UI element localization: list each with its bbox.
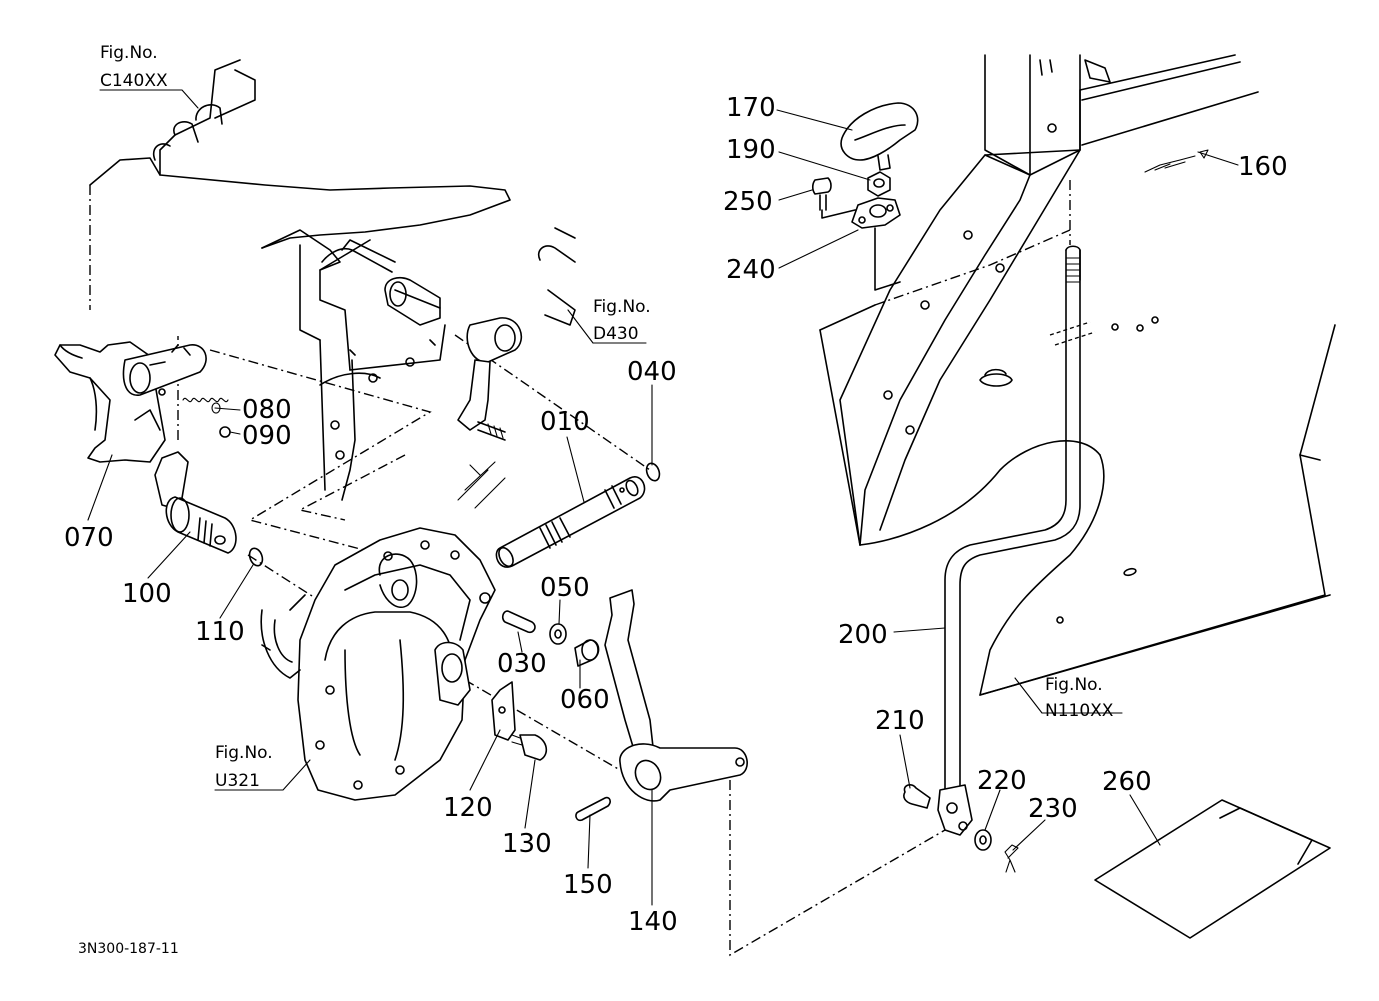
part-130-bolt-drawing bbox=[511, 734, 548, 761]
part-number-160: 160 bbox=[1238, 152, 1288, 182]
part-040-o-ring-drawing bbox=[645, 462, 661, 482]
part-number-080: 080 bbox=[242, 395, 292, 425]
part-120-plate-drawing bbox=[491, 681, 516, 741]
fig-ref-d430-line1: Fig.No. bbox=[593, 297, 651, 317]
part-number-130: 130 bbox=[502, 829, 552, 859]
fig-ref-u321-line2: U321 bbox=[215, 771, 260, 791]
part-260-label-decal-drawing bbox=[1094, 799, 1331, 939]
leader-lines bbox=[87, 89, 1239, 906]
fig-ref-c140-line2: C140XX bbox=[100, 71, 168, 91]
fig-ref-n110-line1: Fig.No. bbox=[1045, 675, 1103, 695]
fig-ref-n110-line2: N110XX bbox=[1045, 701, 1114, 721]
part-230-cotter-pin-drawing bbox=[1004, 844, 1019, 873]
part-200-rod-drawing bbox=[937, 245, 1081, 836]
part-number-010: 010 bbox=[540, 407, 590, 437]
part-190-nut-drawing bbox=[867, 171, 891, 197]
part-number-150: 150 bbox=[563, 870, 613, 900]
part-070-shift-fork-drawing bbox=[54, 341, 207, 463]
part-number-210: 210 bbox=[875, 706, 925, 736]
drawing-code: 3N300-187-11 bbox=[78, 941, 179, 957]
part-number-110: 110 bbox=[195, 617, 245, 647]
part-100-lever-drawing bbox=[154, 451, 237, 554]
part-number-030: 030 bbox=[497, 649, 547, 679]
part-080-spring-drawing bbox=[182, 397, 229, 414]
part-210-pin-drawing bbox=[903, 783, 931, 809]
part-250-bolt-drawing bbox=[811, 177, 856, 219]
fig-ref-n110: Fig.No. N110XX bbox=[1045, 675, 1114, 721]
part-150-spring-pin-drawing bbox=[575, 796, 611, 822]
fig-ref-u321: Fig.No. U321 bbox=[215, 743, 273, 791]
part-220-washer-drawing bbox=[974, 829, 992, 851]
part-number-250: 250 bbox=[723, 187, 773, 217]
part-number-230: 230 bbox=[1028, 794, 1078, 824]
part-050-washer-drawing bbox=[549, 623, 567, 645]
part-number-260: 260 bbox=[1102, 767, 1152, 797]
part-number-labels: 170 190 250 240 160 010 040 080 090 070 … bbox=[64, 93, 1288, 937]
part-number-070: 070 bbox=[64, 523, 114, 553]
part-number-220: 220 bbox=[977, 766, 1027, 796]
part-010-shaft-drawing bbox=[495, 476, 646, 568]
part-140-lever-drawing bbox=[604, 589, 748, 802]
part-060-plug-drawing bbox=[574, 639, 600, 667]
transmission-housing-drawing bbox=[89, 59, 651, 771]
part-number-060: 060 bbox=[560, 685, 610, 715]
fig-ref-u321-line1: Fig.No. bbox=[215, 743, 273, 763]
part-number-190: 190 bbox=[726, 135, 776, 165]
u321-housing-cover-drawing bbox=[260, 527, 496, 801]
part-030-pin-drawing bbox=[502, 610, 536, 634]
fig-ref-d430-line2: D430 bbox=[593, 324, 639, 344]
part-170-knob-drawing bbox=[840, 102, 919, 171]
part-number-050: 050 bbox=[540, 573, 590, 603]
d430-linkage-drawing bbox=[457, 227, 576, 441]
fender-frame-drawing bbox=[819, 54, 1336, 696]
part-number-170: 170 bbox=[726, 93, 776, 123]
part-number-240: 240 bbox=[726, 255, 776, 285]
fig-ref-d430: Fig.No. D430 bbox=[593, 297, 651, 344]
part-number-040: 040 bbox=[627, 357, 677, 387]
part-number-100: 100 bbox=[122, 579, 172, 609]
part-240-bracket-drawing bbox=[851, 197, 901, 291]
fig-ref-c140: Fig.No. C140XX bbox=[100, 43, 168, 91]
rod-construction-line bbox=[729, 780, 946, 957]
part-number-120: 120 bbox=[443, 793, 493, 823]
fig-ref-c140-line1: Fig.No. bbox=[100, 43, 158, 63]
part-number-200: 200 bbox=[838, 620, 888, 650]
part-110-o-ring-drawing bbox=[248, 547, 264, 567]
part-number-140: 140 bbox=[628, 907, 678, 937]
part-090-ball-drawing bbox=[219, 426, 231, 438]
part-number-090: 090 bbox=[242, 421, 292, 451]
